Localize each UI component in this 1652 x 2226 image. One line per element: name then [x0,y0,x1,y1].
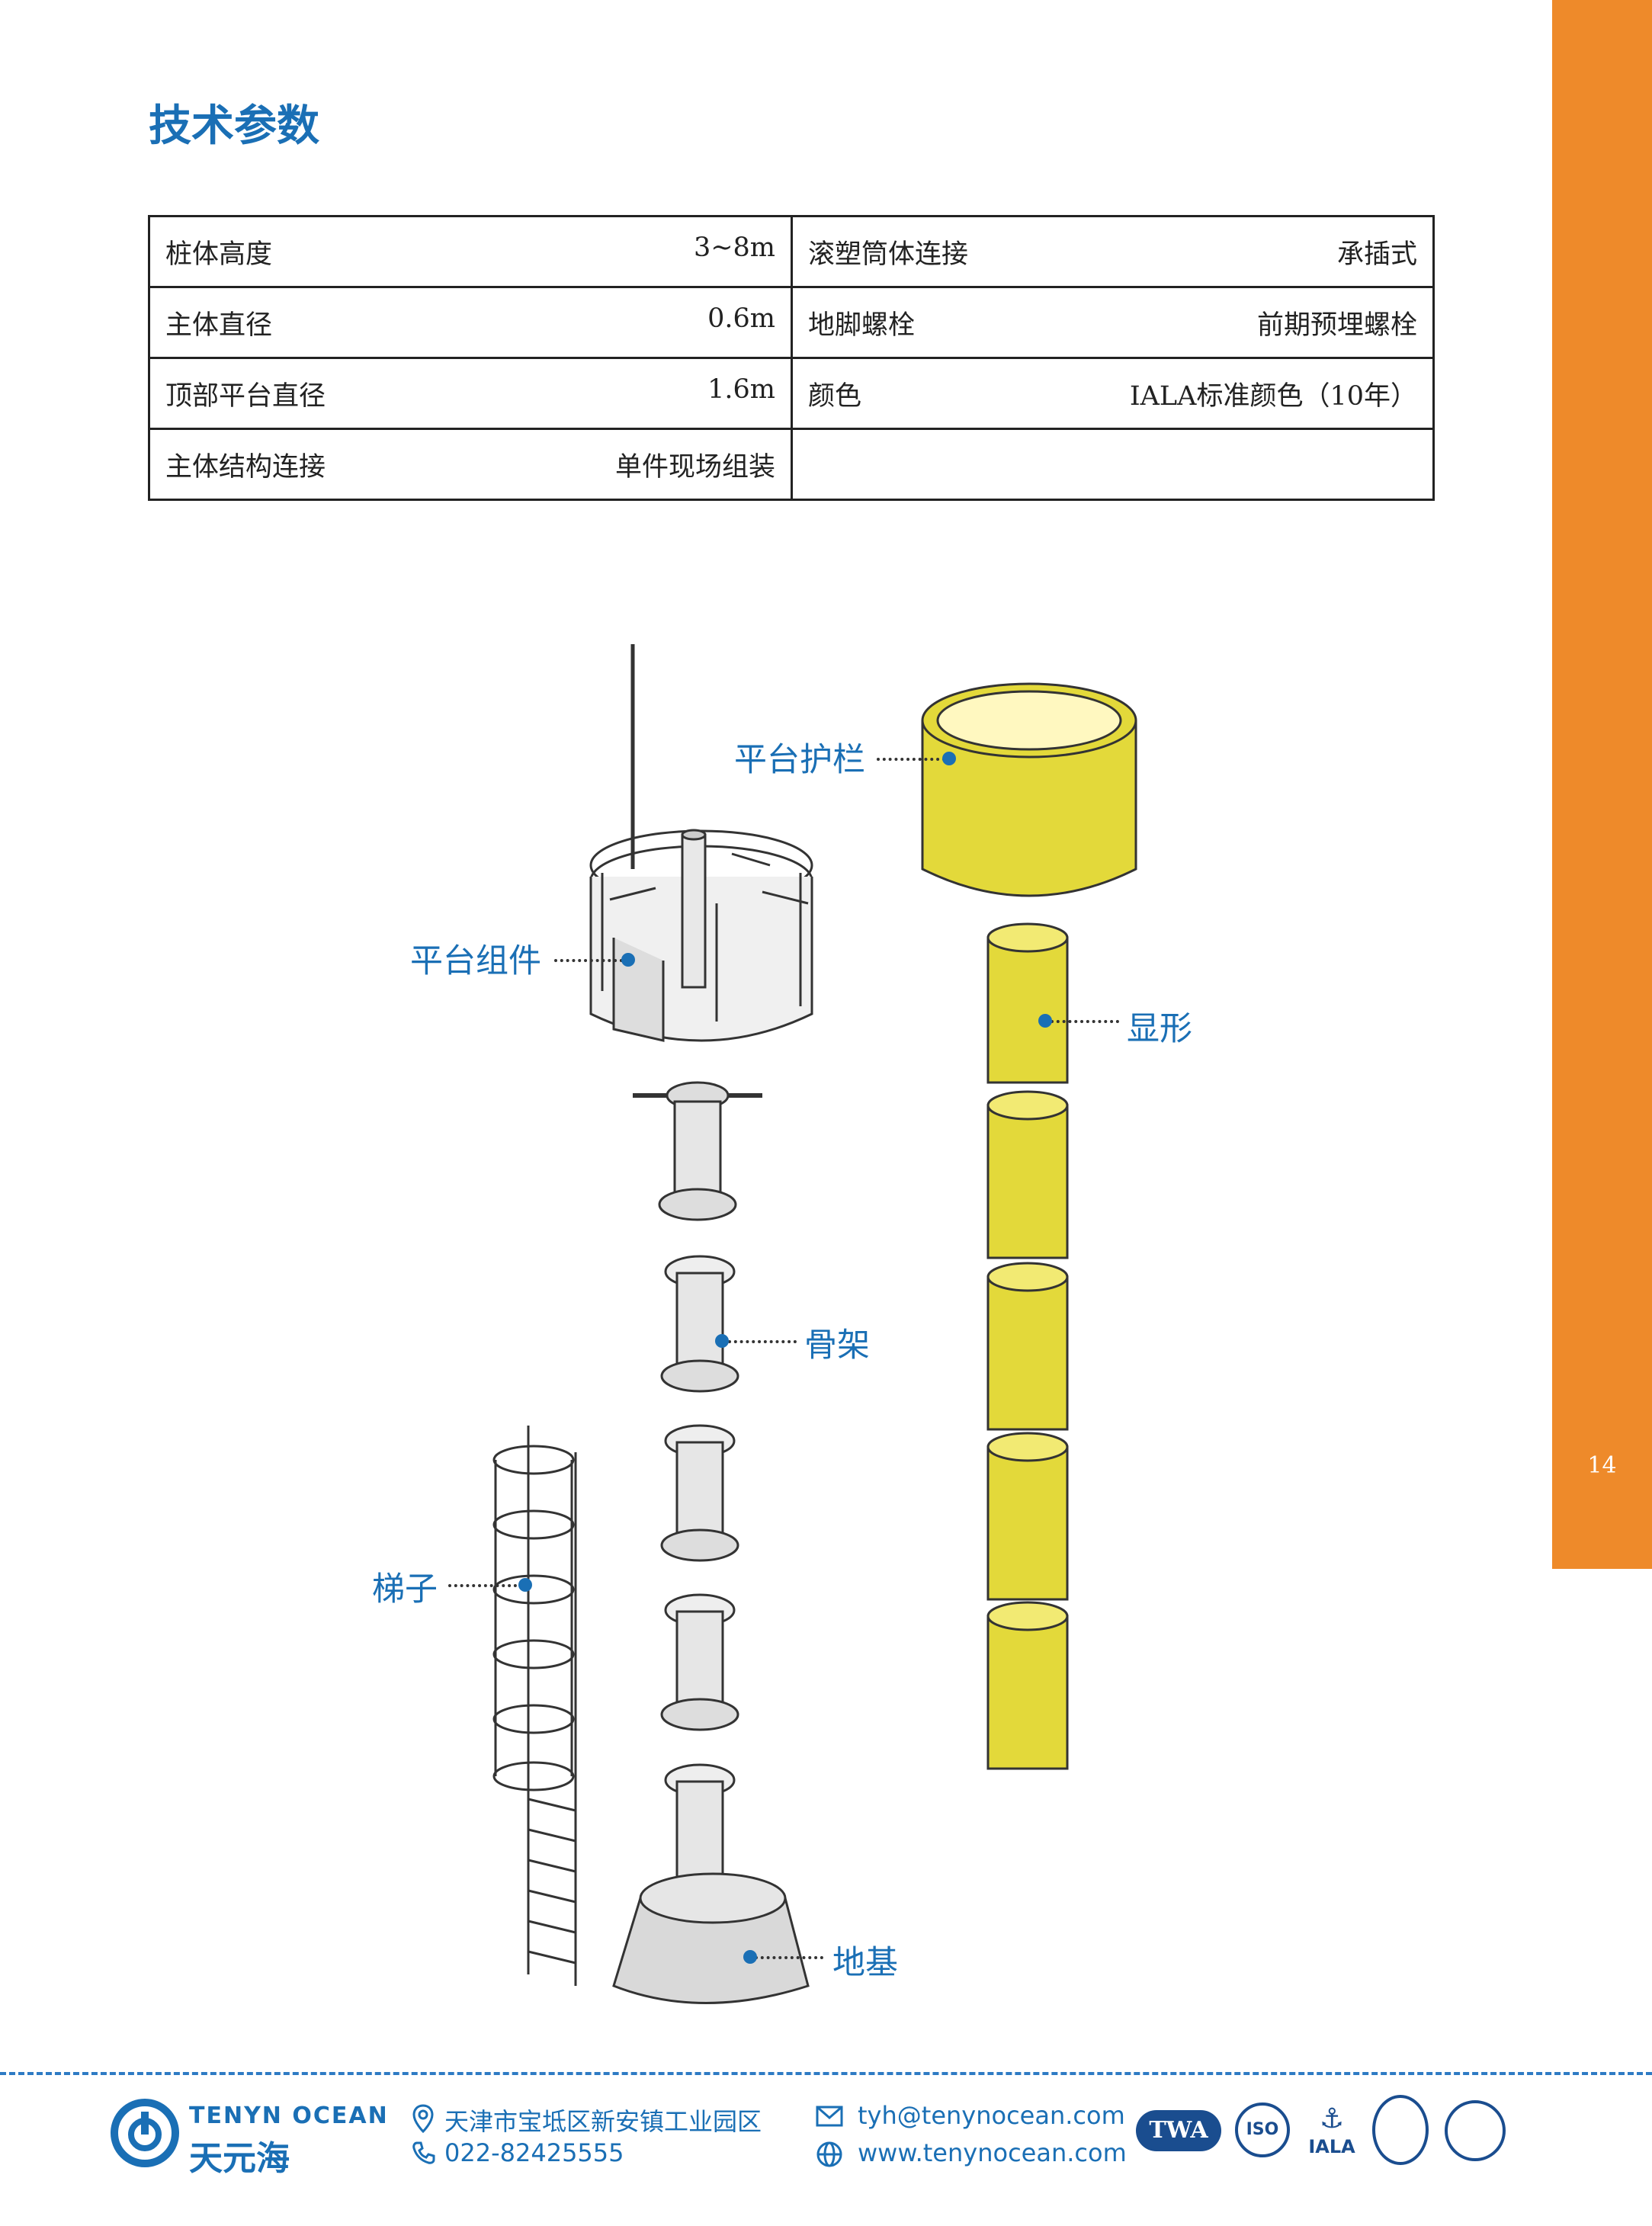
ladder-leader [448,1584,517,1587]
shell-segment [986,922,1069,1084]
frame-marker [715,1334,729,1348]
phone-text: 022-82425555 [444,2138,624,2167]
param-value: 1.6m [707,374,775,405]
foundation-marker [743,1950,757,1964]
frame-label: 骨架 [804,1326,870,1365]
guardrail-marker [942,752,956,765]
iso-badge: ISO [1235,2103,1290,2157]
side-color-bar [1552,0,1652,1569]
iala-badge: ⚓ IALA [1305,2103,1358,2163]
shell-label: 显形 [1127,1010,1192,1048]
param-value: 前期预埋螺栓 [1256,310,1417,341]
table-row: 主体直径 0.6m 地脚螺栓 前期预埋螺栓 [148,286,1435,359]
ladder [492,1426,577,1986]
assembly-diagram [492,644,1137,2004]
guardrail-cylinder [921,682,1137,897]
param-key: 颜色 [808,380,862,412]
shell-segment [986,1432,1069,1601]
shell-segment [986,1262,1069,1431]
platform-leader [554,959,623,962]
table-row: 顶部平台直径 1.6m 颜色 IALA标准颜色（10年） [148,357,1435,430]
globe-icon [816,2141,842,2167]
association-seal-icon [1445,2100,1506,2161]
frame-bottom-segment [664,1763,736,1890]
guardrail-leader [877,758,945,761]
shell-segment [986,1090,1069,1259]
address-text: 天津市宝坻区新安镇工业园区 [444,2107,762,2136]
param-value: 3~8m [693,232,775,263]
website-link[interactable]: www.tenynocean.com [858,2138,1127,2167]
email-link[interactable]: tyh@tenynocean.com [858,2101,1125,2130]
page-title: 技术参数 [149,101,319,151]
param-key: 主体直径 [165,310,273,341]
frame-segments [633,1081,762,1890]
params-table: 桩体高度 3~8m 滚塑筒体连接 承插式 主体直径 0.6m 地脚螺栓 前期预埋螺栓 顶… [148,215,1435,501]
email-icon [816,2106,843,2127]
iala-badge-text: IALA [1308,2136,1355,2157]
shell-segment [986,1601,1069,1770]
shell-leader [1051,1020,1119,1023]
platform-assembly [589,644,813,1042]
foundation-label: 地基 [832,1944,898,1982]
param-value: IALA标准颜色（10年） [1129,380,1417,412]
frame-leader [728,1340,797,1343]
twa-badge: TWA [1136,2110,1221,2151]
param-key: 主体结构连接 [165,451,326,483]
shell-segments [986,922,1069,1770]
table-row: 主体结构连接 单件现场组装 [148,428,1435,501]
param-value: 0.6m [707,303,775,334]
location-pin-icon [412,2104,434,2134]
shell-marker [1038,1014,1052,1028]
society-seal-icon [1372,2095,1429,2165]
anchor-icon: ⚓ [1319,2103,1345,2135]
frame-segment [660,1255,739,1393]
foundation-leader [755,1956,823,1959]
twa-badge-text: TWA [1149,2117,1208,2144]
param-key: 桩体高度 [165,239,273,270]
param-value: 单件现场组装 [614,451,775,483]
param-key: 顶部平台直径 [165,380,326,412]
param-key: 地脚螺栓 [808,310,916,341]
frame-top-segment [633,1081,762,1221]
page-number: 14 [1587,1452,1617,1479]
iso-badge-text: ISO [1246,2120,1279,2139]
brand-logo-icon [111,2099,179,2167]
ladder-label: 梯子 [372,1570,438,1609]
guardrail-label: 平台护栏 [734,741,865,779]
platform-label: 平台组件 [410,942,541,980]
table-row: 桩体高度 3~8m 滚塑筒体连接 承插式 [148,215,1435,288]
platform-marker [621,953,635,967]
brand-name-cn: 天元海 [189,2139,290,2178]
frame-segment [660,1424,739,1562]
param-key: 滚塑筒体连接 [808,239,969,270]
foundation-block [612,1872,810,2004]
frame-segment [660,1593,739,1731]
brand-name-en: TENYN OCEAN [189,2103,389,2129]
footer-divider [0,2072,1652,2075]
param-value: 承插式 [1336,239,1417,270]
phone-icon [412,2141,435,2164]
ladder-marker [518,1578,532,1592]
